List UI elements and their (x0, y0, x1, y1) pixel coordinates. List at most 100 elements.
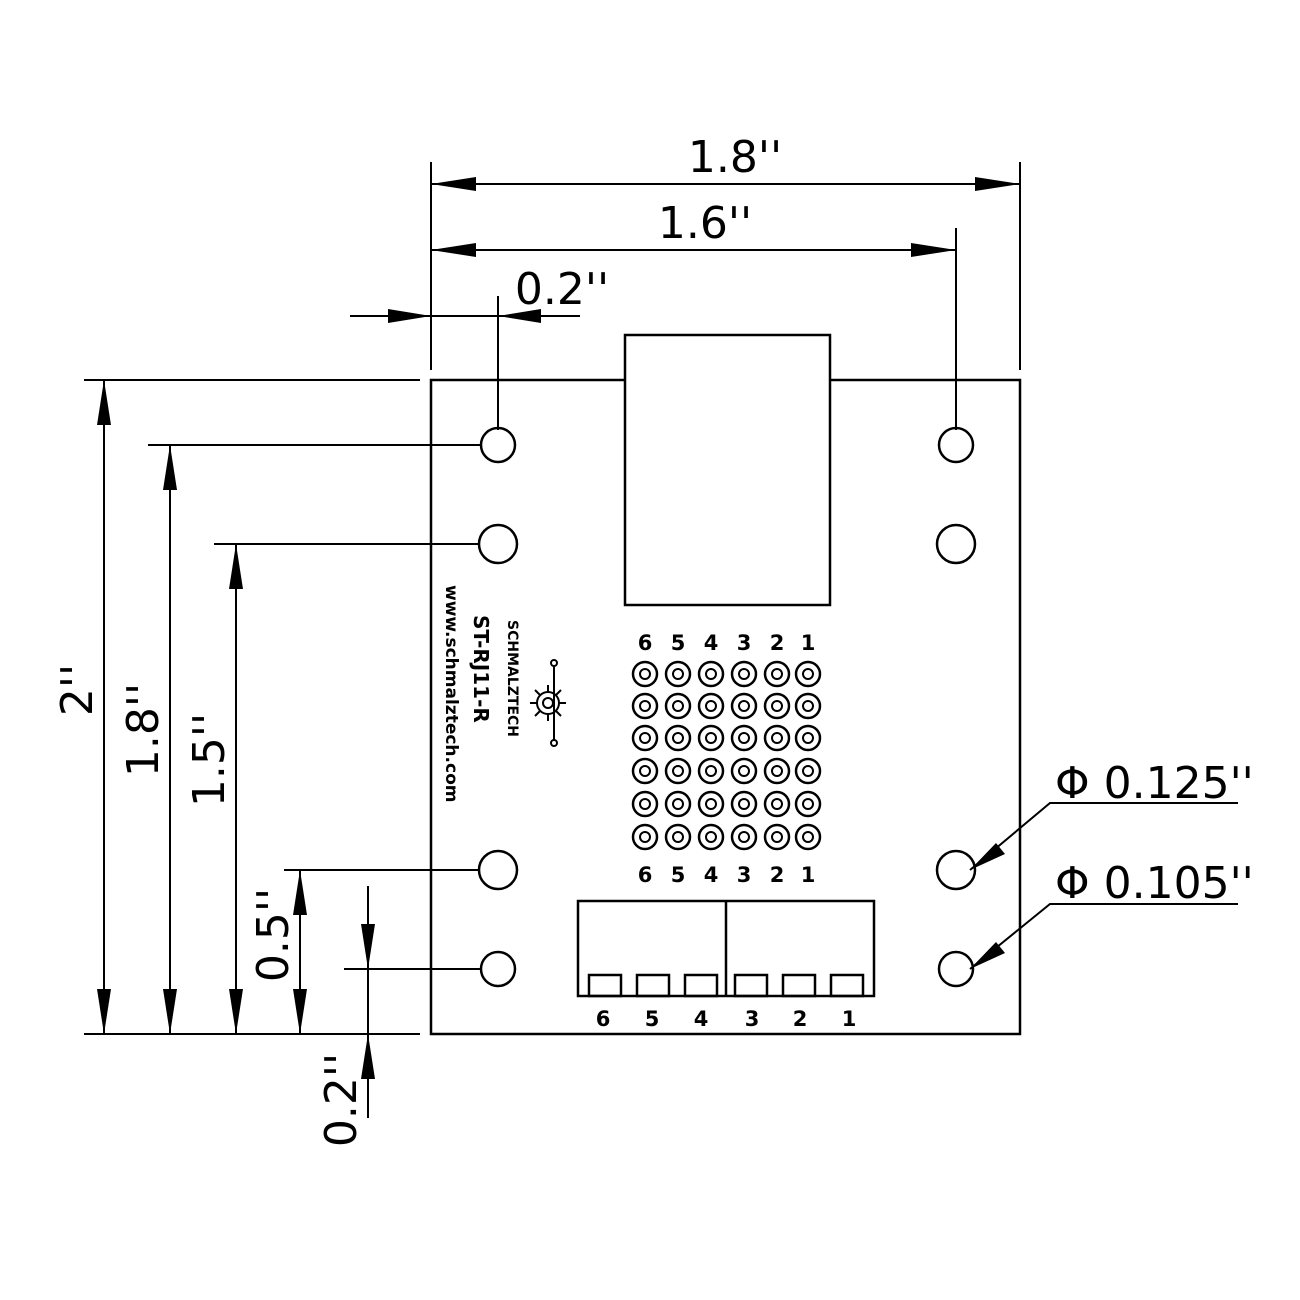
terminal-label: 2 (793, 1007, 808, 1031)
pad (794, 757, 822, 785)
pad (730, 790, 758, 818)
pad (763, 692, 791, 720)
pad-hole (639, 668, 651, 680)
diameter-callouts: Φ 0.125'' Φ 0.105'' (969, 758, 1254, 970)
pad (631, 692, 659, 720)
terminal-slot (733, 973, 769, 998)
board-outline (429, 378, 1022, 1036)
terminal-hole-right (935, 849, 977, 891)
pad-hole (802, 700, 814, 712)
pad (763, 724, 791, 752)
pin-label: 4 (704, 631, 719, 655)
pad (730, 823, 758, 851)
pad (697, 790, 725, 818)
pad (794, 823, 822, 851)
terminal-label: 6 (596, 1007, 611, 1031)
pad (730, 757, 758, 785)
pad-hole (771, 765, 783, 777)
pad-hole (802, 732, 814, 744)
brand-text: SCHMALZTECH (504, 620, 520, 737)
pad-hole (639, 732, 651, 744)
pad (664, 692, 692, 720)
terminal-label: 5 (645, 1007, 660, 1031)
pin-label: 4 (704, 863, 719, 887)
pad (794, 692, 822, 720)
dim-second-hole-label: 1.5'' (184, 713, 235, 807)
dim-hole-span-label: 1.6'' (658, 198, 752, 249)
pad (794, 660, 822, 688)
vertical-dimensions: 2'' 1.8'' 1.5'' 0.5'' 0.2'' (52, 379, 480, 1147)
terminal-block (576, 899, 876, 998)
pad (763, 790, 791, 818)
terminal-slot (635, 973, 671, 998)
pad-hole (802, 831, 814, 843)
pad-hole (802, 668, 814, 680)
terminal-slot (781, 973, 817, 998)
pad (664, 757, 692, 785)
mounting-hole-top-right (937, 426, 975, 464)
pad (664, 823, 692, 851)
terminal-slot (683, 973, 719, 998)
pad (631, 823, 659, 851)
pad (697, 692, 725, 720)
pin-labels-top: 6 5 4 3 2 1 (638, 631, 816, 655)
pin-label: 3 (737, 631, 752, 655)
pad-hole (705, 798, 717, 810)
pad-hole (705, 700, 717, 712)
terminal-label: 3 (745, 1007, 760, 1031)
dim-hole-offset-label: 0.2'' (515, 264, 609, 315)
dim-lower-hole-label: 0.5'' (248, 888, 299, 982)
pad (631, 660, 659, 688)
pad-hole (672, 765, 684, 777)
pad-hole (672, 732, 684, 744)
pad-hole (738, 700, 750, 712)
terminal-hole-left (477, 849, 519, 891)
pin-label: 1 (801, 863, 816, 887)
pad (697, 757, 725, 785)
pad-grid (631, 660, 822, 851)
pad-hole (639, 765, 651, 777)
pad (763, 823, 791, 851)
dim-width-label: 1.8'' (688, 132, 782, 183)
large-hole-diameter-label: Φ 0.125'' (1055, 758, 1254, 809)
pad-hole (705, 668, 717, 680)
pad (730, 660, 758, 688)
pad (664, 724, 692, 752)
pad-hole (639, 831, 651, 843)
pad-hole (738, 668, 750, 680)
pad-hole (639, 700, 651, 712)
pin-label: 1 (801, 631, 816, 655)
pad-hole (771, 668, 783, 680)
pad (730, 724, 758, 752)
pin-label: 6 (638, 863, 653, 887)
pad (794, 790, 822, 818)
pin-label: 5 (671, 631, 686, 655)
pad-hole (705, 732, 717, 744)
pad-hole (738, 732, 750, 744)
pad-hole (771, 700, 783, 712)
pad-hole (771, 798, 783, 810)
pad-hole (705, 831, 717, 843)
pad-hole (672, 798, 684, 810)
pin-label: 2 (770, 863, 785, 887)
mounting-hole-top-left (479, 426, 517, 464)
rj11-jack-outline (623, 333, 832, 607)
part-number-text: ST-RJ11-R (469, 615, 493, 723)
jack-hole-left (477, 523, 519, 565)
terminal-labels: 6 5 4 3 2 1 (596, 1007, 857, 1031)
dim-height-label: 2'' (52, 664, 103, 716)
pad-hole (672, 668, 684, 680)
pad (664, 660, 692, 688)
pad (730, 692, 758, 720)
pad (794, 724, 822, 752)
pin-label: 3 (737, 863, 752, 887)
pin-labels-middle: 6 5 4 3 2 1 (638, 863, 816, 887)
pad-hole (639, 798, 651, 810)
mounting-hole-bottom-right (937, 950, 975, 988)
pad-hole (771, 732, 783, 744)
terminal-label: 4 (694, 1007, 709, 1031)
pad-hole (672, 700, 684, 712)
horizontal-dimensions: 1.8'' 1.6'' 0.2'' (350, 132, 1021, 430)
pad (697, 724, 725, 752)
